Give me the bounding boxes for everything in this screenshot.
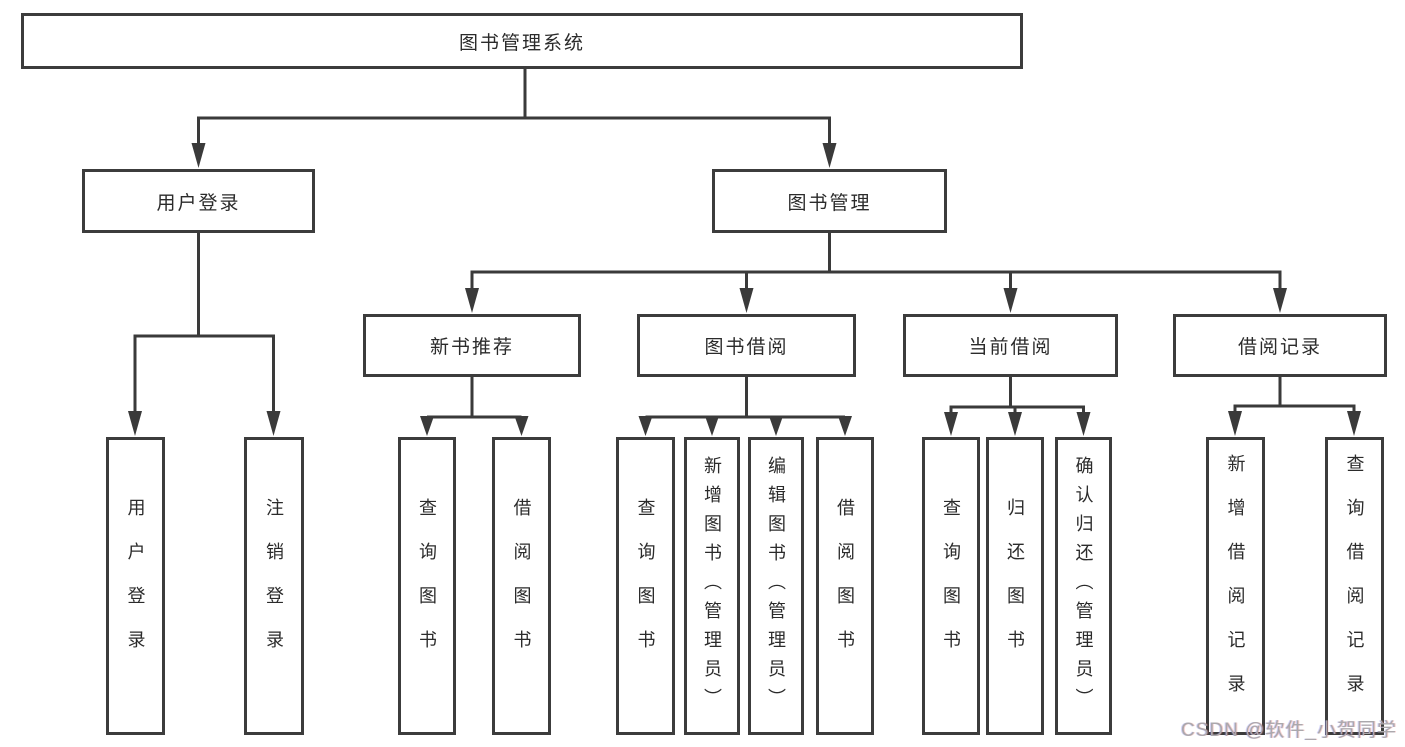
leaf-return-books: 归还图书 bbox=[986, 437, 1044, 735]
connector-root-to-level2 bbox=[191, 69, 837, 168]
leaf-user-login: 用户登录 bbox=[106, 437, 165, 735]
leaf-label: 借阅图书 bbox=[511, 498, 532, 674]
node-current-borrowing: 当前借阅 bbox=[903, 314, 1118, 377]
leaf-confirm-return-admin: 确认归还（管理员） bbox=[1055, 437, 1112, 735]
leaf-edit-book-admin: 编辑图书（管理员） bbox=[748, 437, 804, 735]
node-borrowing-records: 借阅记录 bbox=[1173, 314, 1387, 377]
leaf-borrow-books-borrowing: 借阅图书 bbox=[816, 437, 874, 735]
leaf-label: 借阅图书 bbox=[835, 498, 855, 674]
node-label: 借阅记录 bbox=[1237, 337, 1322, 358]
leaf-add-borrow-record: 新增借阅记录 bbox=[1206, 437, 1265, 735]
node-label: 当前借阅 bbox=[968, 337, 1053, 358]
connector-book-borrowing-to-leaves bbox=[638, 377, 852, 436]
node-label: 图书借阅 bbox=[704, 337, 789, 358]
leaf-logout: 注销登录 bbox=[244, 437, 304, 735]
node-book-management: 图书管理 bbox=[712, 169, 947, 233]
node-label: 图书管理系统 bbox=[458, 32, 585, 54]
leaf-add-book-admin: 新增图书（管理员） bbox=[684, 437, 740, 735]
watermark: CSDN @软件_小贺同学 bbox=[1181, 720, 1397, 741]
leaf-label: 新增图书（管理员） bbox=[702, 455, 722, 717]
leaf-label: 查询图书 bbox=[635, 498, 656, 674]
node-label: 图书管理 bbox=[787, 192, 872, 214]
leaf-label: 查询图书 bbox=[941, 498, 961, 674]
connector-new-book-to-leaves bbox=[420, 377, 529, 436]
leaf-label: 注销登录 bbox=[264, 498, 284, 674]
leaf-search-books-recommend: 查询图书 bbox=[398, 437, 456, 735]
node-book-borrowing: 图书借阅 bbox=[637, 314, 856, 377]
leaf-search-books-current: 查询图书 bbox=[922, 437, 980, 735]
connector-borrow-records-to-leaves bbox=[1228, 377, 1361, 436]
leaf-search-books-borrowing: 查询图书 bbox=[616, 437, 675, 735]
leaf-search-borrow-record: 查询借阅记录 bbox=[1325, 437, 1384, 735]
leaf-label: 编辑图书（管理员） bbox=[766, 455, 786, 717]
leaf-label: 归还图书 bbox=[1005, 498, 1025, 674]
connector-book-management-to-level3 bbox=[465, 233, 1287, 313]
leaf-label: 用户登录 bbox=[125, 498, 146, 674]
node-root-system: 图书管理系统 bbox=[21, 13, 1023, 69]
leaf-label: 确认归还（管理员） bbox=[1073, 455, 1094, 717]
node-user-login: 用户登录 bbox=[82, 169, 315, 233]
node-label: 新书推荐 bbox=[429, 337, 514, 358]
leaf-label: 查询借阅记录 bbox=[1344, 454, 1365, 718]
leaf-borrow-books-recommend: 借阅图书 bbox=[492, 437, 551, 735]
leaf-label: 新增借阅记录 bbox=[1225, 454, 1246, 718]
leaf-label: 查询图书 bbox=[417, 498, 437, 674]
node-new-book-recommendation: 新书推荐 bbox=[363, 314, 581, 377]
node-label: 用户登录 bbox=[156, 192, 241, 214]
connector-current-borrowing-to-leaves bbox=[944, 377, 1091, 436]
connector-user-login-to-leaves bbox=[128, 233, 281, 436]
